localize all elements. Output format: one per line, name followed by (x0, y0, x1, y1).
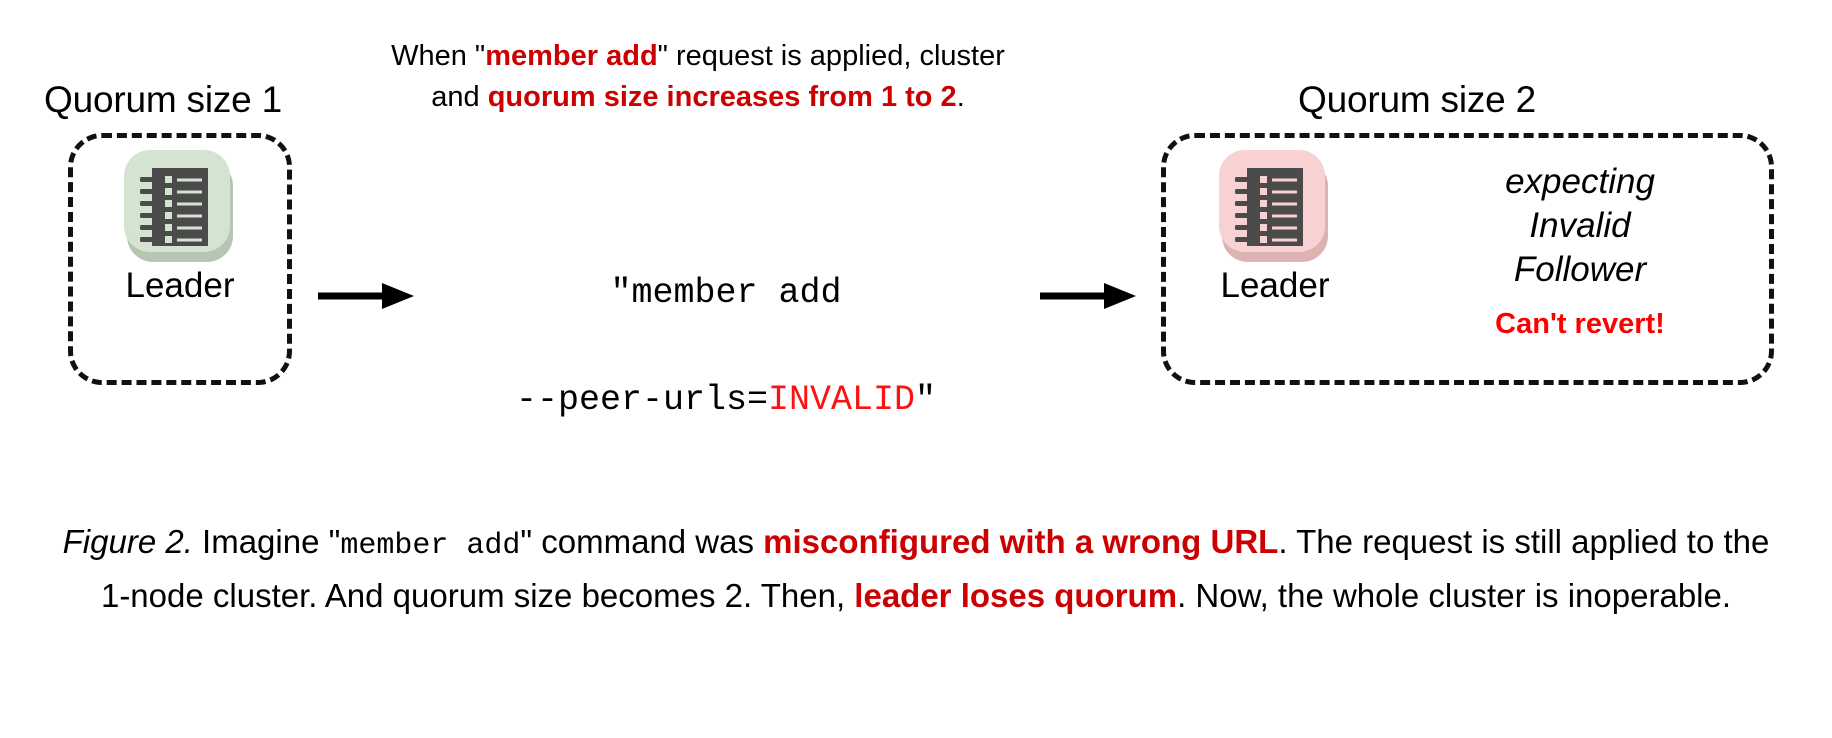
right-arrow-icon (318, 283, 414, 314)
right-arrow-icon (1040, 283, 1136, 314)
command-line-1: "member add (610, 273, 842, 314)
caption-highlight-misconfigured: misconfigured with a wrong URL (763, 523, 1279, 560)
caption-highlight-leader-loses-quorum: leader loses quorum (854, 577, 1178, 615)
caption-text-2: " command was (520, 523, 764, 560)
command-line-2-prefix: --peer-urls= (515, 379, 768, 420)
caption-text-3: . The request is still applied to the 1-… (100, 523, 1770, 615)
top-annotation-text: When "member add" request is applied, cl… (388, 36, 1008, 118)
quorum-size-label-left: Quorum size 1 (44, 79, 282, 120)
node-left-leader: Leader (80, 150, 280, 305)
node-icon-wrap-left (124, 150, 236, 262)
status-line-follower: Follower (1513, 249, 1647, 289)
cluster-box-left (68, 133, 292, 385)
top-note-highlight-quorum-increase: quorum size increases from 1 to 2 (487, 80, 957, 113)
caption-mono-member-add: member add (340, 529, 521, 563)
top-note-highlight-member-add: member add (485, 40, 658, 72)
ledger-notebook-icon (124, 150, 230, 252)
caption-text-1: Imagine " (192, 523, 341, 560)
figure-caption: Figure 2. Imagine "member add" command w… (56, 516, 1776, 622)
top-note-part3: . (956, 80, 965, 113)
command-invalid-token: INVALID (768, 379, 916, 420)
node-label-left: Leader (125, 266, 235, 305)
node-label-right: Leader (1220, 266, 1330, 305)
command-text: "member add --peer-urls=INVALID" (424, 214, 944, 480)
status-line-invalid: Invalid (1529, 205, 1631, 245)
cant-revert-warning: Can't revert! (1495, 308, 1665, 341)
top-note-part1: When " (391, 40, 486, 72)
status-line-expecting: expecting (1505, 162, 1655, 201)
caption-text-4: . Now, the whole cluster is inoperable. (1177, 577, 1732, 615)
quorum-size-label-right: Quorum size 2 (1298, 79, 1536, 120)
caption-figure-number: Figure 2. (62, 523, 193, 560)
node-right-leader: Leader (1175, 150, 1375, 305)
command-line-2-suffix: " (915, 379, 937, 420)
top-note-part2: " request is applied, cluster and (431, 40, 1005, 113)
node-icon-wrap-right (1219, 150, 1331, 262)
right-status-stack: expecting Invalid Follower Can't revert! (1430, 160, 1730, 341)
ledger-notebook-icon (1219, 150, 1325, 252)
